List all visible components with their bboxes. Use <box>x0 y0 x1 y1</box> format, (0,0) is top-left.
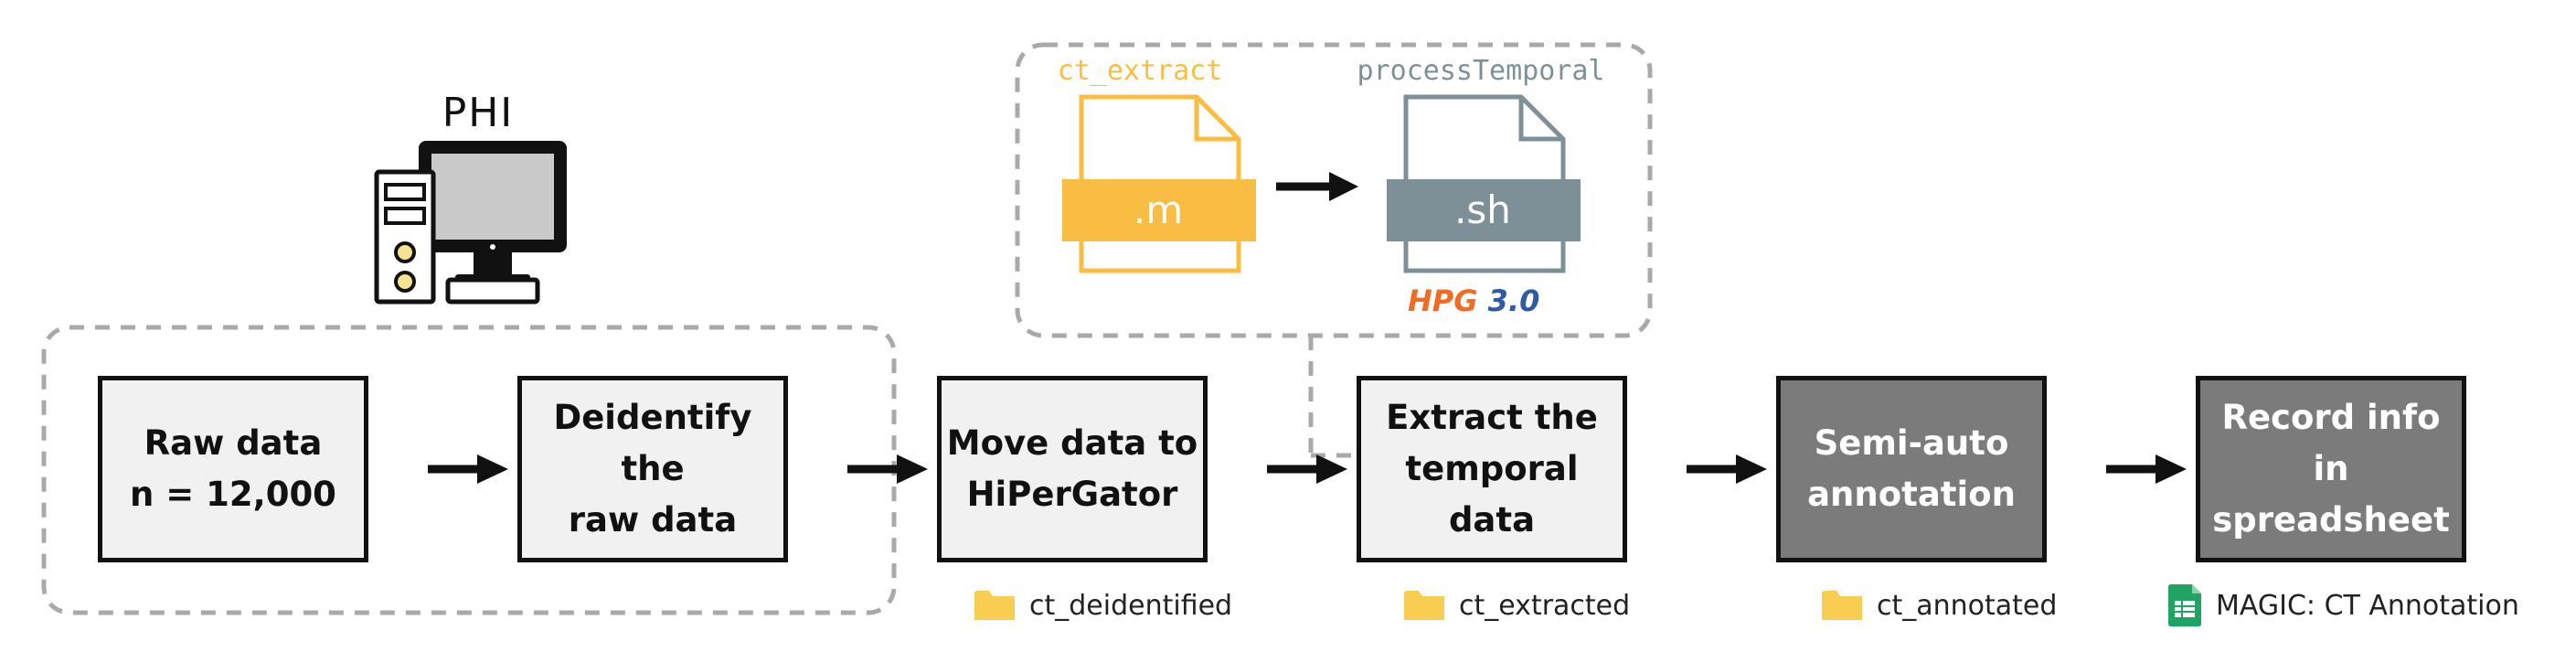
conversion-arrow <box>1276 172 1358 201</box>
script-group-outline <box>1015 42 1653 338</box>
source-script-name: ct_extract <box>1057 55 1223 87</box>
target-script-name: processTemporal <box>1357 55 1605 87</box>
source-extension: .m <box>1133 187 1184 232</box>
matlab-file-icon <box>1062 94 1256 273</box>
phi-label: PHI <box>442 90 515 136</box>
platform-version: 3.0 <box>1487 283 1540 318</box>
shell-file-icon <box>1387 94 1581 273</box>
folder-icon <box>974 591 1015 620</box>
platform-label: HPG 3.0 <box>1408 283 1539 318</box>
platform-name: HPG <box>1408 283 1478 318</box>
folder-icon <box>1404 591 1444 620</box>
output-ct-deidentified: ct_deidentified <box>974 585 1232 625</box>
flow-arrow-4 <box>1687 454 1767 484</box>
output-magic-ct-annotation: MAGIC: CT Annotation <box>2168 584 2519 626</box>
file-icons <box>1062 94 1581 273</box>
flow-arrow-5 <box>2106 454 2187 484</box>
output-ct-extracted: ct_extracted <box>1404 585 1630 625</box>
folder-icon <box>1822 591 1862 620</box>
flow-arrow-1 <box>428 454 508 484</box>
flow-arrow-3 <box>1267 454 1347 484</box>
output-ct-annotated: ct_annotated <box>1822 585 2057 625</box>
computer-icon <box>374 141 567 305</box>
flow-arrow-2 <box>847 454 928 484</box>
target-extension: .sh <box>1454 187 1511 232</box>
spreadsheet-icon <box>2168 584 2201 626</box>
